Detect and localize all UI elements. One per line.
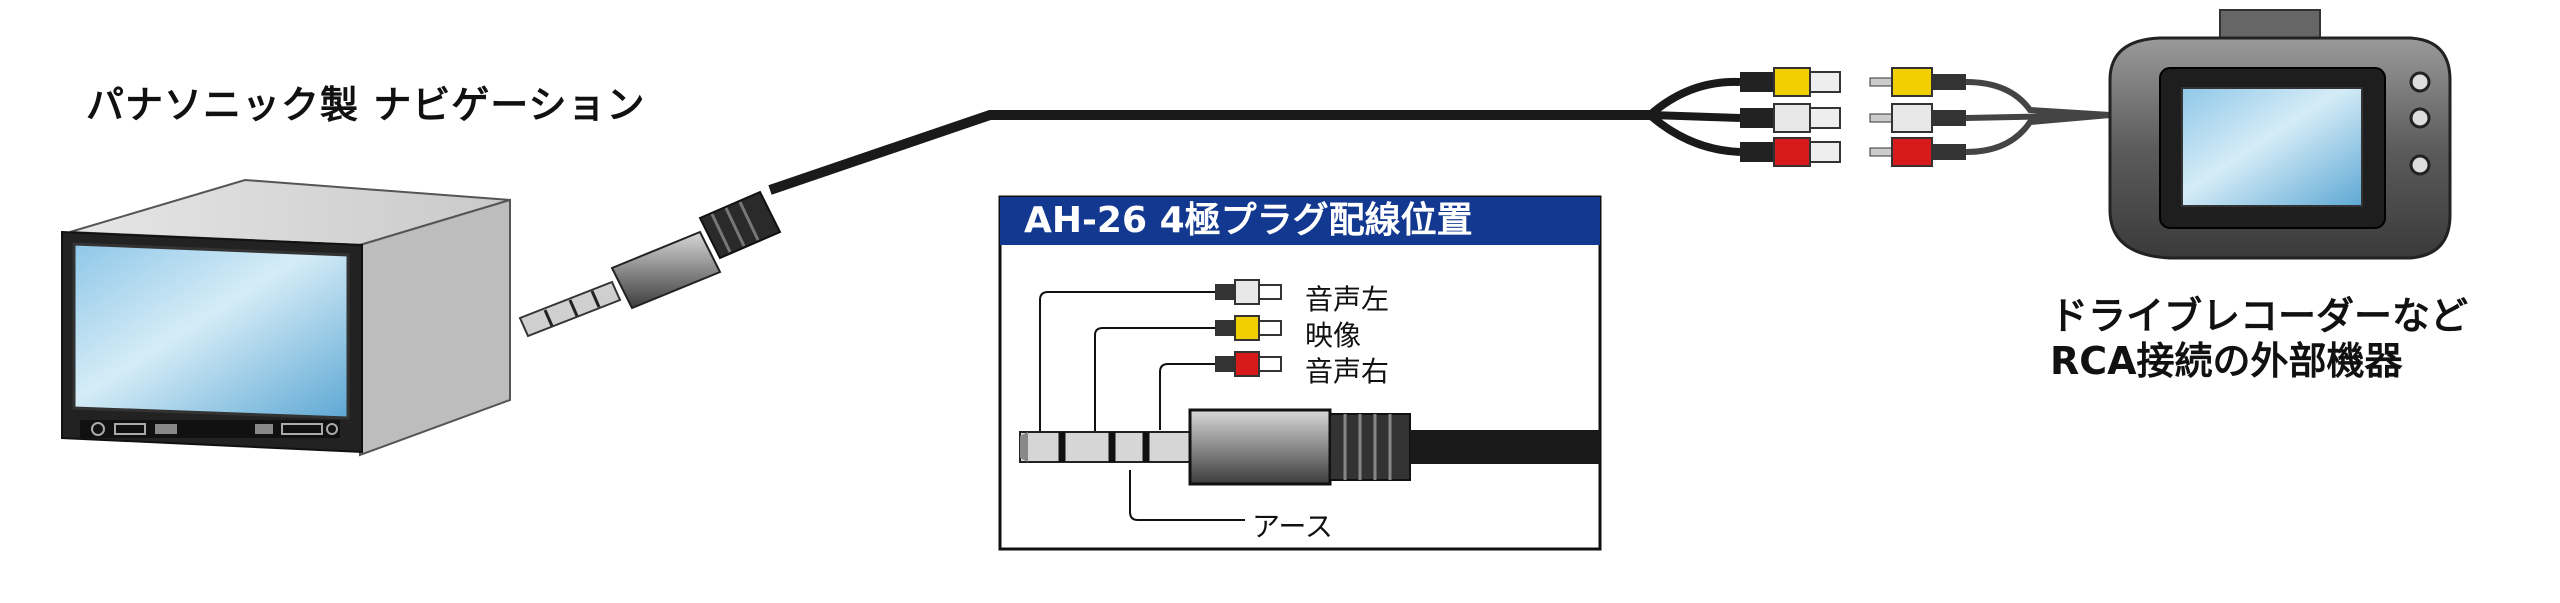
pin-label-audio-right: 音声右 bbox=[1305, 355, 1390, 388]
inset-title-bar bbox=[1000, 197, 1600, 245]
recorder-label-line2: RCA接続の外部機器 bbox=[2050, 339, 2403, 383]
mini-plug bbox=[518, 110, 1660, 338]
rca-plugs bbox=[1647, 67, 2111, 167]
pin-label-ground: アース bbox=[1252, 510, 1333, 543]
wiring-inset bbox=[998, 195, 1602, 551]
drive-recorder bbox=[2108, 9, 2452, 260]
pin-label-video: 映像 bbox=[1305, 319, 1362, 352]
navigation-label: パナソニック製 ナビゲーション bbox=[86, 83, 646, 127]
pin-label-audio-left: 音声左 bbox=[1305, 283, 1390, 316]
inset-title: AH-26 4極プラグ配線位置 bbox=[1024, 200, 1473, 241]
recorder-label-line1: ドライブレコーダーなど bbox=[2050, 294, 2469, 338]
navigation-unit bbox=[61, 178, 511, 457]
